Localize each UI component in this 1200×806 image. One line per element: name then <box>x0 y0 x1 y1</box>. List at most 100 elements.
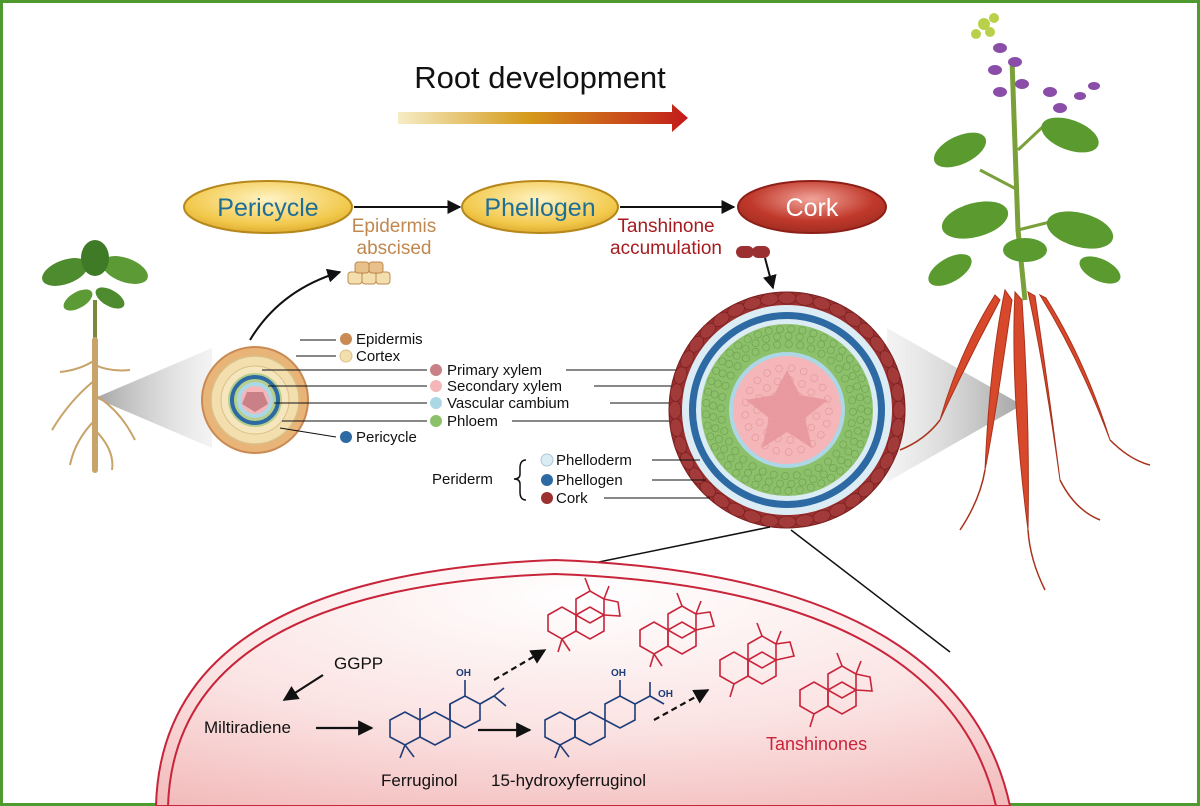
phloem-cell <box>817 349 826 358</box>
xylem-cell <box>812 412 821 420</box>
phloem-cell <box>731 447 740 456</box>
arrow-to-mature-root <box>762 257 777 290</box>
phloem-cell <box>726 371 735 380</box>
phloem-cell <box>848 371 857 380</box>
phloem-cell <box>717 415 726 424</box>
cork-cell <box>777 291 797 305</box>
phloem-cell <box>709 413 718 422</box>
phloem-cell <box>792 471 801 480</box>
phloem-cell <box>817 479 826 488</box>
xylem-cell <box>751 433 760 442</box>
transition-epidermis: Epidermis <box>352 216 436 237</box>
phloem-cell <box>787 325 796 334</box>
cork-cell <box>892 400 906 420</box>
phloem-cell <box>851 450 859 459</box>
legend-epidermis: Epidermis <box>356 331 423 348</box>
xylem-cell <box>799 367 808 376</box>
phloem-cell <box>839 440 848 449</box>
periderm-label: Periderm <box>432 471 493 488</box>
legend-primary-xylem: Primary xylem <box>447 362 542 379</box>
phloem-cell <box>863 418 871 427</box>
phloem-cell <box>741 354 750 363</box>
compound-tanshinones: Tanshinones <box>766 734 867 754</box>
compound-ggpp: GGPP <box>334 654 383 673</box>
xylem-cell <box>755 418 764 427</box>
beam-mature-root <box>887 328 1022 482</box>
phloem-cell <box>845 385 854 394</box>
phloem-cell <box>844 459 853 468</box>
phloem-cell <box>725 348 734 357</box>
phloem-cell <box>827 473 836 482</box>
phloem-cell <box>751 339 760 348</box>
transition-accumulation: accumulation <box>610 238 722 259</box>
phloem-cell <box>775 325 784 334</box>
phloem-cell <box>826 356 835 365</box>
xylem-cell <box>798 380 806 388</box>
phloem-cell <box>814 464 823 472</box>
xylem-cell <box>746 386 754 395</box>
xylem-cell <box>763 384 771 392</box>
ferruginol-structure <box>389 680 507 759</box>
phloem-cell <box>720 426 729 435</box>
phloem-cell <box>829 339 838 348</box>
cork-cell-magnified <box>154 558 1012 806</box>
phloem-cell <box>718 392 727 401</box>
young-root-legend: Epidermis Cortex Pericycle <box>279 331 423 446</box>
phloem-cell <box>732 351 741 360</box>
dashed-arrow-hydroxy-to-tanshinone <box>653 689 710 721</box>
phloem-cell <box>803 468 812 477</box>
shared-legend: Primary xylem Secondary xylem Vascular c… <box>262 362 775 430</box>
phloem-cell <box>835 353 844 362</box>
phloem-cell <box>856 415 865 424</box>
tanshinone-droplets <box>736 246 770 258</box>
phloem-cell <box>842 362 851 371</box>
stage-label-pericycle: Pericycle <box>217 194 318 222</box>
cork-cell <box>668 400 682 420</box>
phloem-cell <box>861 385 870 393</box>
xylem-cell <box>786 436 795 444</box>
phloem-cell <box>864 407 872 416</box>
phloem-cell <box>748 462 757 471</box>
tanshinone-structure-1 <box>547 577 621 653</box>
xylem-cell <box>810 374 819 382</box>
young-root-cross-section <box>201 346 309 454</box>
phloem-cell <box>733 362 742 371</box>
legend-vascular-cambium: Vascular cambium <box>447 395 569 412</box>
cork-cell <box>777 515 797 529</box>
legend-phloem: Phloem <box>447 413 498 430</box>
phloem-cell <box>844 430 853 439</box>
mature-root-cross-section <box>668 291 906 529</box>
phloem-cell <box>725 360 733 368</box>
phloem-cell <box>795 333 804 342</box>
xylem-cell <box>773 377 782 386</box>
xylem-cell <box>817 431 825 439</box>
phloem-cell <box>855 393 864 402</box>
phloem-cell <box>809 475 818 484</box>
legend-secondary-xylem: Secondary xylem <box>447 378 562 395</box>
phloem-cell <box>819 333 828 342</box>
phloem-cell <box>826 346 835 355</box>
phloem-cell <box>743 335 752 344</box>
xylem-cell <box>763 369 771 377</box>
legend-cortex: Cortex <box>356 348 401 365</box>
phloem-cell <box>809 329 818 338</box>
phloem-cell <box>739 455 748 464</box>
phloem-cell <box>716 452 725 461</box>
phloem-cell <box>832 449 841 458</box>
xylem-cell <box>797 445 805 454</box>
phloem-cell <box>819 470 828 479</box>
phloem-cell <box>721 381 730 390</box>
phloem-cell <box>711 424 720 433</box>
diagram-title: Root development <box>414 60 666 95</box>
phloem-cell <box>725 437 733 446</box>
phloem-cell <box>732 469 741 477</box>
stage-label-cork: Cork <box>786 194 839 222</box>
phloem-cell <box>710 442 719 451</box>
phloem-cell <box>702 399 711 407</box>
phloem-cell <box>758 467 767 476</box>
phloem-cell <box>806 483 815 492</box>
phloem-cell <box>837 456 846 465</box>
compound-ferruginol: Ferruginol <box>381 771 458 790</box>
periderm-legend: Periderm Phelloderm Phellogen Cork <box>432 452 710 507</box>
phloem-cell <box>734 462 743 471</box>
